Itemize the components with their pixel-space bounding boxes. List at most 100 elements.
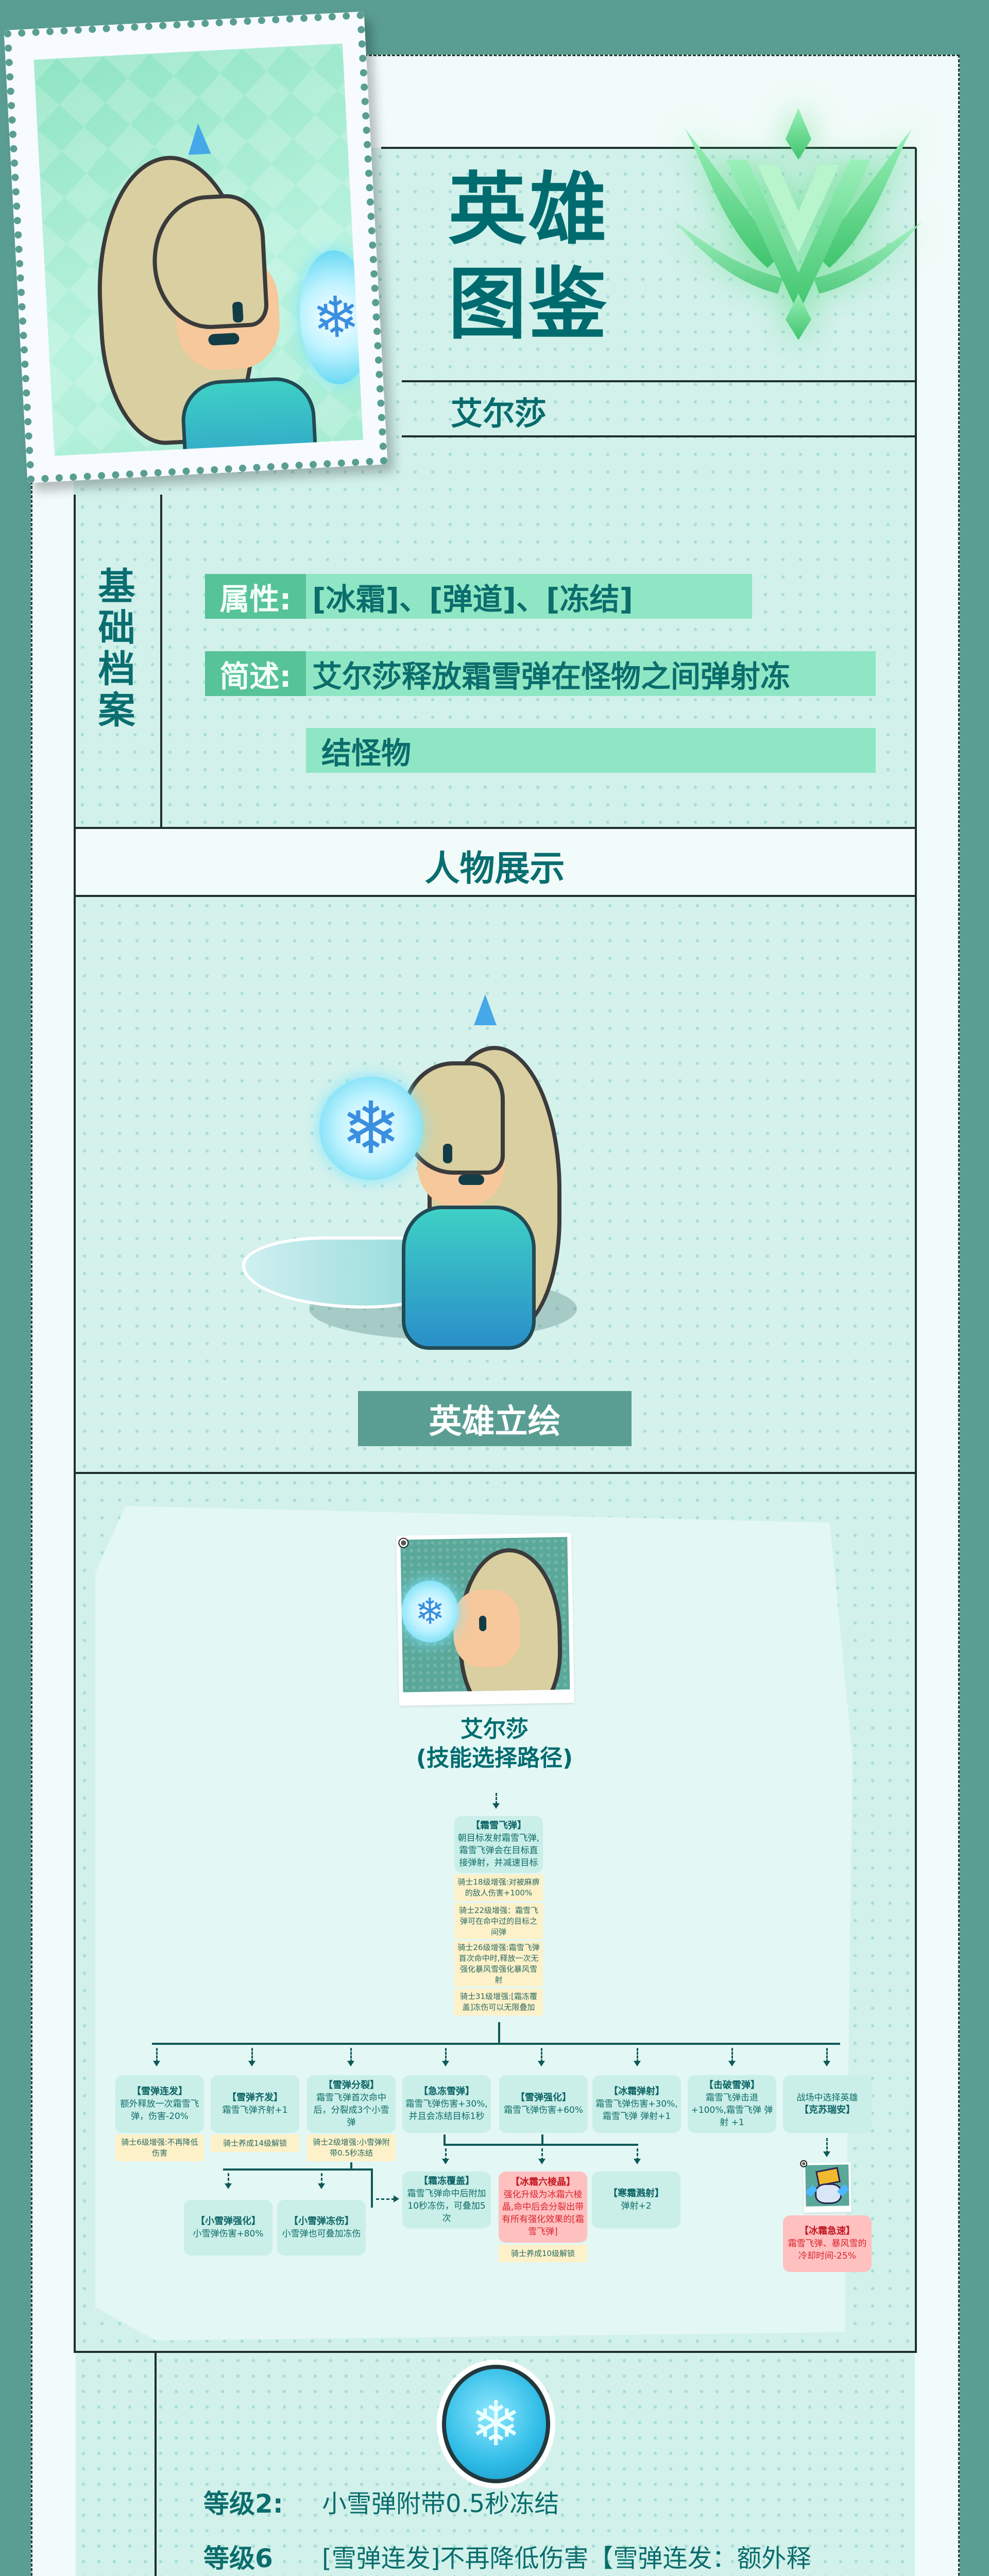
skill-node-root[interactable]: 【霜雪飞弹】 朝目标发射霜雪飞弹,霜雪飞弹会在目标直接弹射，并减速目标 — [454, 1816, 543, 1873]
connector — [731, 2048, 733, 2062]
arrow-icon — [538, 2159, 545, 2164]
arrow-icon — [225, 2183, 232, 2189]
divider — [381, 147, 916, 149]
arrow-icon — [153, 2061, 160, 2066]
divider — [915, 148, 917, 2353]
divider — [155, 2353, 157, 2576]
skill-node-frost-splash[interactable]: 【寒霜溅射】 弹射+2 — [592, 2172, 680, 2228]
connector — [498, 2022, 500, 2044]
connector — [637, 2148, 638, 2161]
connector — [826, 2048, 828, 2062]
arrow-icon — [634, 2061, 641, 2066]
connector — [371, 2168, 373, 2208]
upgrade-list: 等级2: 小雪弹附带0.5秒冻结 等级6 [雪弹连发]不再降低伤害【雪弹连发：额… — [203, 2487, 904, 2576]
skill-desc: 战场中选择英雄 — [796, 2093, 858, 2103]
skill-node-snowball-volley[interactable]: 【雪弹齐发】 霜雪飞弹齐射+1 — [211, 2075, 299, 2133]
skill-desc: 额外释放一次霜雪飞弹，伤害-20% — [120, 2099, 199, 2122]
skill-title: 【击破雪弹】 — [704, 2080, 760, 2091]
skill-tree-subtitle: (技能选择路径) — [416, 1745, 573, 1771]
skill-node-frost-haste[interactable]: 【冰霜急速】 霜雪飞弹、暴风雪的冷却时间-25% — [783, 2215, 872, 2272]
arrow-icon — [492, 1803, 500, 1809]
summary-line-2: 结怪物 — [321, 735, 412, 771]
skill-note: 骑士22级增强：霜雪飞弹可在命中过的目标之间弹 — [454, 1903, 543, 1939]
arrow-icon — [538, 2061, 545, 2066]
divider — [402, 435, 916, 437]
upgrade-text: [雪弹连发]不再降低伤害【雪弹连发：额外释 — [322, 2544, 811, 2573]
arrow-icon — [394, 2195, 399, 2202]
skill-node-mini-snowball-empower[interactable]: 【小雪弹强化】 小雪弹伤害+80% — [184, 2200, 272, 2256]
hero-stamp: ❄ — [4, 11, 388, 483]
arrow-icon — [634, 2159, 641, 2164]
showcase-title: 人物展示 — [424, 849, 565, 889]
skill-desc: 霜雪飞弹击退+100%,霜雪飞弹 弹射 +1 — [691, 2093, 773, 2128]
connector — [228, 2173, 229, 2185]
skill-title: 【冰霜弹射】 — [609, 2086, 664, 2097]
snowflake-orb-icon: ❄ — [319, 1077, 422, 1180]
connector — [321, 2173, 322, 2185]
skill-node-flash-freeze[interactable]: 【急冻雪弹】 霜雪飞弹伤害+30%,并且会冻结目标1秒 — [402, 2075, 491, 2133]
skill-note: 骑士6级增强:不再降低伤害 — [115, 2134, 204, 2161]
skill-node-frost-cover[interactable]: 【霜冻覆盖】 霜雪飞弹命中后附加10秒冻伤，可叠加5次 — [402, 2172, 491, 2228]
hero-portrait: ❄ — [33, 43, 363, 456]
connector — [445, 2148, 447, 2161]
summary-line-1: 艾尔莎释放霜雪弹在怪物之间弹射冻 — [312, 658, 791, 694]
connector — [444, 2144, 638, 2146]
connector — [156, 2048, 158, 2062]
summary-key: 简述: — [205, 651, 306, 696]
connector — [541, 2134, 543, 2145]
skill-note: 骑士26级增强:霜雪飞弹首次命中时,释放一次无强化暴风雪强化暴风雪射 — [454, 1941, 543, 1987]
skill-node-snowball-burst[interactable]: 【雪弹连发】 额外释放一次霜雪飞弹，伤害-20% — [115, 2075, 204, 2133]
skill-node-breaking-snowball[interactable]: 【击破雪弹】 霜雪飞弹击退+100%,霜雪飞弹 弹射 +1 — [688, 2075, 776, 2133]
skill-title: 【雪弹分裂】 — [323, 2080, 379, 2091]
divider — [74, 895, 916, 897]
skill-note: 骑士养成14级解锁 — [211, 2134, 299, 2152]
title-line-1: 英雄 — [448, 164, 609, 255]
upgrade-level: 等级2: — [203, 2489, 283, 2519]
skill-desc: 小雪弹伤害+80% — [193, 2229, 264, 2239]
skill-title: 【冰霜急速】 — [799, 2226, 855, 2236]
skill-tree-hero-name: 艾尔莎 — [461, 1716, 528, 1742]
skill-title: 【霜雪飞弹】 — [471, 1820, 526, 1831]
arrow-icon — [442, 2061, 449, 2066]
attributes-bar: 属性: [冰霜]、[弹道]、[冻结] — [205, 574, 752, 619]
hero-name: 艾尔莎 — [451, 395, 547, 432]
upgrade-text: 小雪弹附带0.5秒冻结 — [322, 2489, 559, 2518]
arrow-icon — [728, 2061, 736, 2066]
skill-desc: 小雪弹也可叠加冻伤 — [282, 2229, 361, 2239]
skill-note: 骑士31级增强:[霜冻覆盖]冻伤可以无限叠加 — [454, 1989, 543, 2015]
upgrade-item: 等级6 [雪弹连发]不再降低伤害【雪弹连发：额外释 放一次霜雪飞弹】 — [203, 2542, 989, 2576]
skill-title: 【克苏瑞安】 — [799, 2105, 855, 2115]
summary-bar-continued: 结怪物 — [306, 728, 876, 773]
connector — [350, 2162, 352, 2170]
arrow-icon — [823, 2151, 830, 2157]
skill-title: 【寒霜溅射】 — [608, 2188, 664, 2199]
skill-note: 骑士2级增强:小雪弹附带0.5秒冻结 — [307, 2134, 396, 2161]
attributes-value: [冰霜]、[弹道]、[冻结] — [312, 581, 634, 617]
skill-node-snowball-empower[interactable]: 【雪弹强化】 霜雪飞弹伤害+60% — [499, 2075, 588, 2133]
attributes-key: 属性: — [205, 574, 306, 619]
skill-node-frost-hexacrystal[interactable]: 【冰霜六棱晶】 强化升级为冰霜六棱晶,命中后会分裂出带有所有强化效果的[霜雪飞弹… — [499, 2172, 587, 2243]
skill-desc: 强化升级为冰霜六棱晶,命中后会分裂出带有所有强化效果的[霜雪飞弹] — [502, 2190, 584, 2237]
summary-bar: 简述: 艾尔莎释放霜雪弹在怪物之间弹射冻 — [205, 651, 876, 696]
skill-desc: 霜雪飞弹齐射+1 — [222, 2105, 288, 2115]
skill-note: 骑士养成10级解锁 — [499, 2245, 587, 2262]
connector — [152, 2043, 840, 2045]
divider — [160, 495, 162, 828]
page-title: 英雄 图鉴 — [448, 162, 609, 352]
divider — [402, 380, 916, 382]
skill-title: 【小雪弹强化】 — [196, 2216, 261, 2227]
pin-icon — [801, 2161, 807, 2166]
skill-node-mini-snowball-frostbite[interactable]: 【小雪弹冻伤】 小雪弹也可叠加冻伤 — [277, 2200, 366, 2256]
arrow-icon — [823, 2061, 830, 2066]
divider — [74, 495, 76, 2352]
title-line-2: 图鉴 — [448, 259, 609, 350]
skill-node-frost-bounce[interactable]: 【冰霜弹射】 霜雪飞弹伤害+30%,霜雪飞弹 弹射+1 — [592, 2075, 681, 2133]
skill-node-partner-hero[interactable]: 战场中选择英雄 【克苏瑞安】 — [783, 2075, 872, 2133]
connector — [826, 2138, 828, 2154]
connector — [223, 2168, 373, 2171]
snowflake-orb-icon: ❄ — [401, 1580, 459, 1643]
hero-art-tag: 英雄立绘 — [358, 1391, 632, 1446]
skill-title: 【冰霜六棱晶】 — [510, 2177, 575, 2188]
connector — [445, 2048, 447, 2062]
skill-node-snowball-split[interactable]: 【雪弹分裂】 霜雪飞弹首次命中后，分裂成3个小雪弹 — [307, 2075, 396, 2133]
